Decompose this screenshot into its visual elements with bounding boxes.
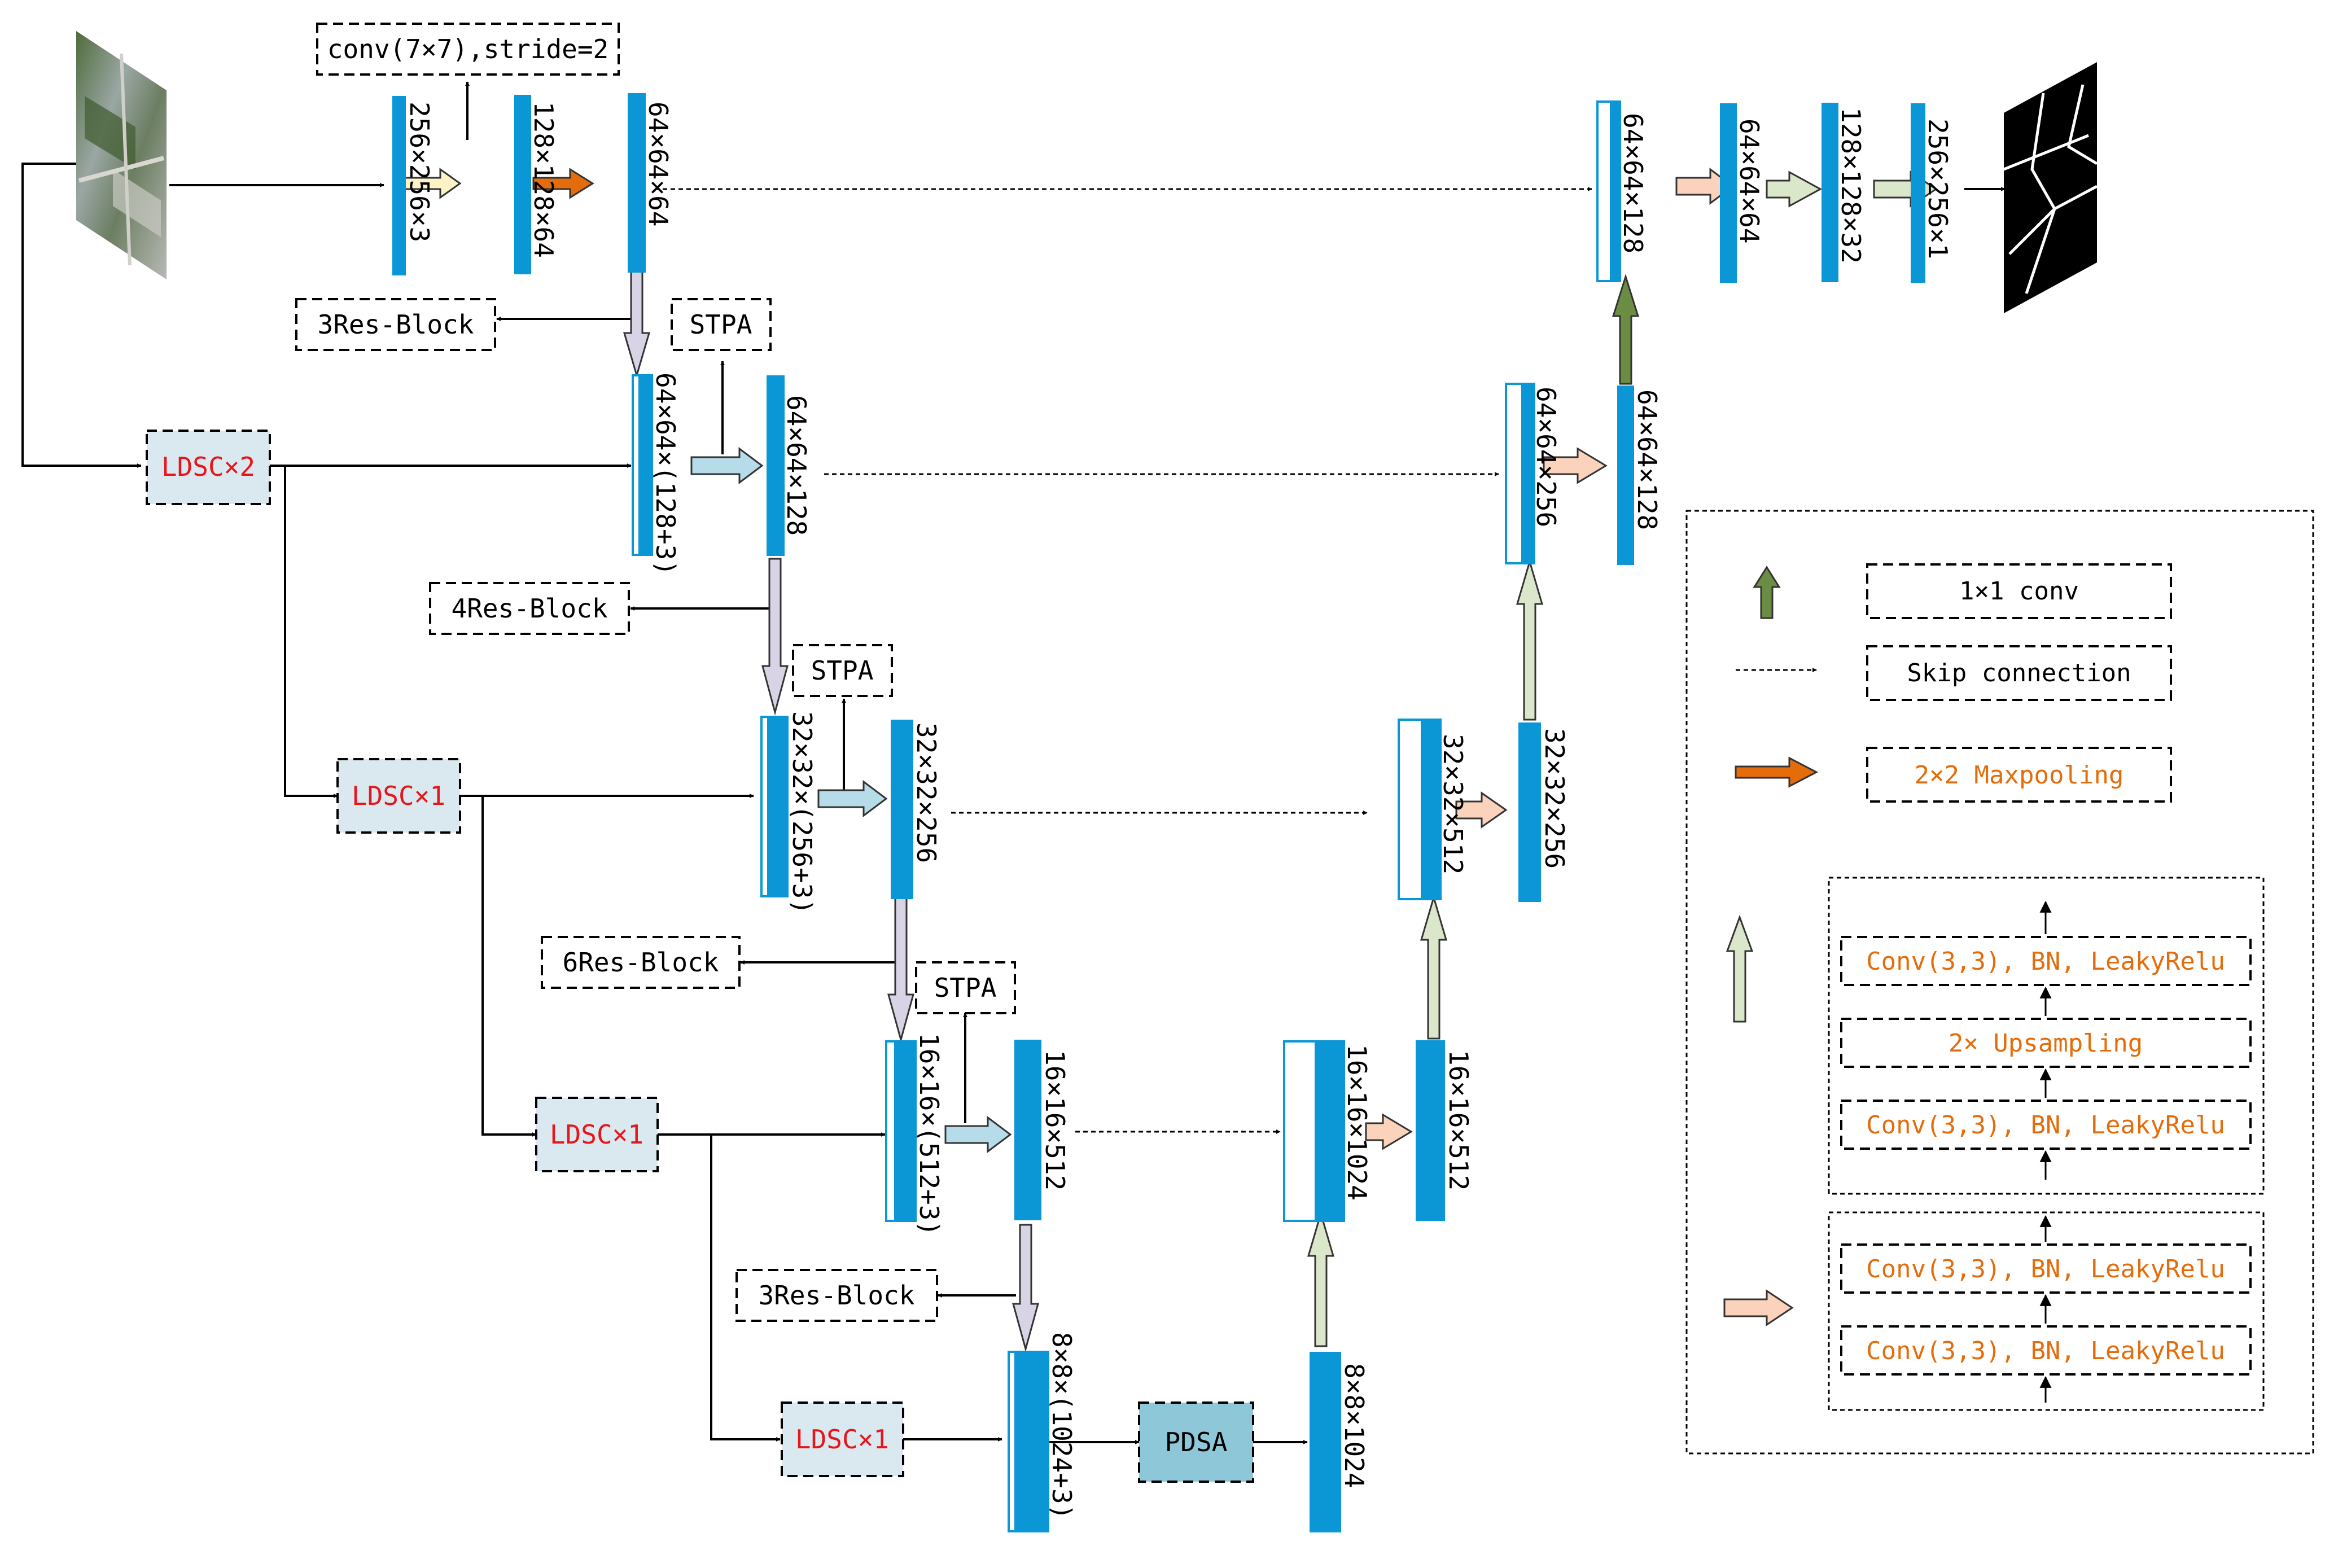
input-satellite-image xyxy=(76,31,167,279)
legend-res-conv-label: Conv(3,3), BN, LeakyRelu xyxy=(1866,1337,2225,1365)
legend-up-conv-label: Conv(3,3), BN, LeakyRelu xyxy=(1866,1111,2225,1140)
legend: 1×1 conv Skip connection 2×2 Maxpooling … xyxy=(1685,510,2314,1455)
res-block-label: 3Res-Block xyxy=(759,1280,915,1311)
resblock-legend-group xyxy=(1828,1211,2265,1411)
feature-map xyxy=(1421,720,1440,899)
feature-map xyxy=(1014,1352,1048,1531)
skip-connections xyxy=(655,187,1592,1134)
legend-conv1x1-label: 1×1 conv xyxy=(1959,577,2079,606)
feature-map xyxy=(1518,722,1541,902)
feature-map xyxy=(1310,1352,1341,1532)
legend-res-conv-label: Conv(3,3), BN, LeakyRelu xyxy=(1866,1255,2225,1284)
dim-label: 128×128×64 xyxy=(528,102,559,258)
dim-label: 64×64×(128+3) xyxy=(650,373,681,576)
conv1x1-legend-icon xyxy=(1753,566,1781,619)
legend-frame xyxy=(1685,510,2314,1455)
res-block-label: 4Res-Block xyxy=(452,593,608,624)
dim-label: 16×16×1024 xyxy=(1342,1044,1372,1201)
dim-label: 8×8×(1024+3) xyxy=(1047,1332,1077,1519)
feature-map xyxy=(894,1041,916,1221)
res-block-label: 3Res-Block xyxy=(318,309,474,340)
dim-label: 128×128×32 xyxy=(1836,107,1866,264)
feature-map xyxy=(1416,1040,1445,1221)
stpa-label: STPA xyxy=(934,973,997,1003)
dim-label: 64×64×64 xyxy=(643,102,673,227)
feature-map xyxy=(1822,103,1838,282)
maxpool-legend-icon xyxy=(1735,756,1819,788)
dim-label: 64×64×256 xyxy=(1531,387,1561,527)
dim-label: 64×64×128 xyxy=(1618,113,1648,253)
feature-map xyxy=(767,375,785,556)
connection-lines xyxy=(21,81,2006,1444)
dim-label: 32×32×(256+3) xyxy=(787,711,817,914)
dim-label: 256×256×3 xyxy=(404,102,435,242)
feature-map xyxy=(1610,102,1620,281)
stpa-label: STPA xyxy=(811,655,874,686)
pdsa-label: PDSA xyxy=(1165,1427,1228,1457)
feature-map xyxy=(767,717,787,896)
feature-map xyxy=(1014,1040,1041,1220)
feature-map xyxy=(638,375,652,555)
feature-map xyxy=(1521,384,1534,563)
upsample-legend-icon xyxy=(1726,914,1754,1023)
feature-map xyxy=(514,95,531,274)
legend-skip-label: Skip connection xyxy=(1907,659,2131,687)
feature-map xyxy=(1315,1041,1344,1221)
dim-label: 16×16×(512+3) xyxy=(914,1033,944,1236)
feature-maps xyxy=(392,93,1925,1532)
conv-stride-label: conv(7×7),stride=2 xyxy=(327,34,609,64)
feature-map xyxy=(1617,386,1634,565)
legend-up-sampling-label: 2× Upsampling xyxy=(1949,1029,2143,1058)
upsample-legend-group xyxy=(1828,877,2265,1195)
ldsc-label: LDSC×1 xyxy=(352,781,445,811)
output-road-map xyxy=(2003,62,2098,313)
res-block-label: 6Res-Block xyxy=(563,947,719,978)
dim-label: 8×8×1024 xyxy=(1339,1363,1369,1488)
legend-maxpool-label: 2×2 Maxpooling xyxy=(1915,761,2124,790)
ldsc-label: LDSC×2 xyxy=(161,452,255,482)
dim-label: 16×16×512 xyxy=(1443,1050,1474,1190)
ldsc-label: LDSC×1 xyxy=(795,1424,889,1455)
feature-map xyxy=(392,96,406,275)
ldsc-label: LDSC×1 xyxy=(550,1119,643,1150)
feature-map xyxy=(1720,103,1737,283)
dim-label: 32×32×256 xyxy=(911,722,942,863)
dim-label: 32×32×512 xyxy=(1438,734,1468,874)
feature-map xyxy=(628,93,646,273)
feature-map xyxy=(1911,103,1925,283)
dashed-boxes xyxy=(146,23,1254,1483)
dim-label: 64×64×128 xyxy=(1632,389,1662,530)
dim-label: 32×32×256 xyxy=(1539,728,1570,869)
dim-label: 256×256×1 xyxy=(1923,119,1953,259)
resblock-legend-icon xyxy=(1723,1289,1794,1326)
feature-map xyxy=(891,720,913,899)
legend-up-conv-label: Conv(3,3), BN, LeakyRelu xyxy=(1866,947,2225,976)
dim-label: 64×64×128 xyxy=(781,395,812,536)
dim-label: 64×64×64 xyxy=(1734,119,1764,244)
fat-arrows xyxy=(402,168,1938,1352)
stpa-label: STPA xyxy=(690,309,752,340)
dim-label: 16×16×512 xyxy=(1040,1050,1070,1190)
